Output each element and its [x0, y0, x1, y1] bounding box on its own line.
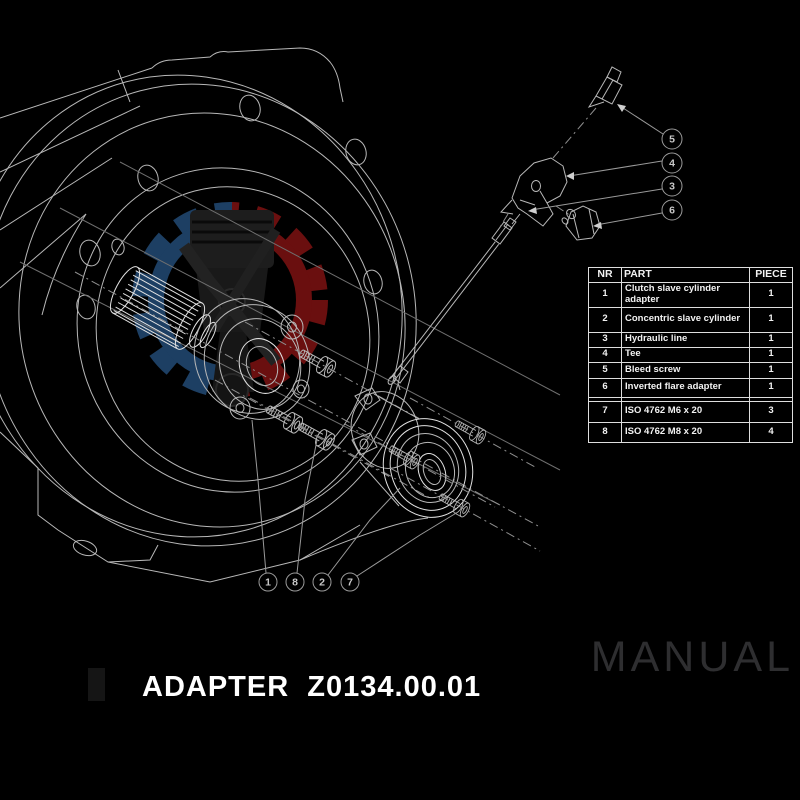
col-header-piece: PIECE	[749, 267, 793, 283]
col-header-nr: NR	[588, 267, 622, 283]
callout-3: 3	[661, 175, 683, 197]
callout-4: 4	[661, 152, 683, 174]
bleed-screw	[587, 66, 623, 108]
table-row: 4 Tee 1	[588, 346, 793, 363]
table-row: 1 Clutch slave cylinder adapter 1	[588, 281, 793, 308]
m6-centerlines	[344, 397, 541, 552]
svg-text:3: 3	[669, 181, 675, 193]
leader-lines	[251, 104, 664, 577]
callout-7: 7	[340, 572, 360, 592]
edge-artifact	[88, 668, 105, 701]
table-row: 8 ISO 4762 M8 x 20 4	[588, 421, 793, 443]
svg-text:4: 4	[669, 158, 675, 170]
bell-housing	[0, 47, 561, 583]
table-row: 2 Concentric slave cylinder 1	[588, 306, 793, 333]
table-row: 5 Bleed screw 1	[588, 361, 793, 379]
callout-6: 6	[661, 199, 683, 221]
table-row: 3 Hydraulic line 1	[588, 331, 793, 348]
table-row: 7 ISO 4762 M6 x 20 3	[588, 400, 793, 423]
svg-text:6: 6	[669, 205, 675, 217]
doc-type-watermark: MANUAL	[590, 633, 794, 681]
callout-2: 2	[312, 572, 332, 592]
table-header-row: NR PART PIECE	[588, 267, 793, 283]
callout-5: 5	[661, 128, 683, 150]
svg-text:1: 1	[265, 577, 271, 589]
fitting-centerlines	[499, 107, 597, 228]
callout-1: 1	[258, 572, 278, 592]
svg-text:2: 2	[319, 577, 325, 589]
hydraulic-line	[387, 213, 521, 385]
parts-table: NR PART PIECE 1 Clutch slave cylinder ad…	[588, 267, 793, 443]
input-shaft	[109, 266, 217, 350]
page-title: ADAPTER Z0134.00.01	[142, 671, 482, 703]
tee-fitting	[500, 157, 568, 227]
piston-gear-logo-icon	[132, 202, 328, 407]
table-row: 6 Inverted flare adapter 1	[588, 377, 793, 398]
callout-8: 8	[285, 572, 305, 592]
inverted-flare-adapter	[561, 205, 601, 241]
callouts: 5 4 3 6 1 8 2 7	[258, 128, 683, 592]
piston-emblem	[179, 210, 281, 407]
col-header-part: PART	[621, 267, 750, 283]
svg-text:7: 7	[347, 577, 353, 589]
svg-text:8: 8	[292, 577, 298, 589]
svg-text:5: 5	[669, 134, 675, 146]
